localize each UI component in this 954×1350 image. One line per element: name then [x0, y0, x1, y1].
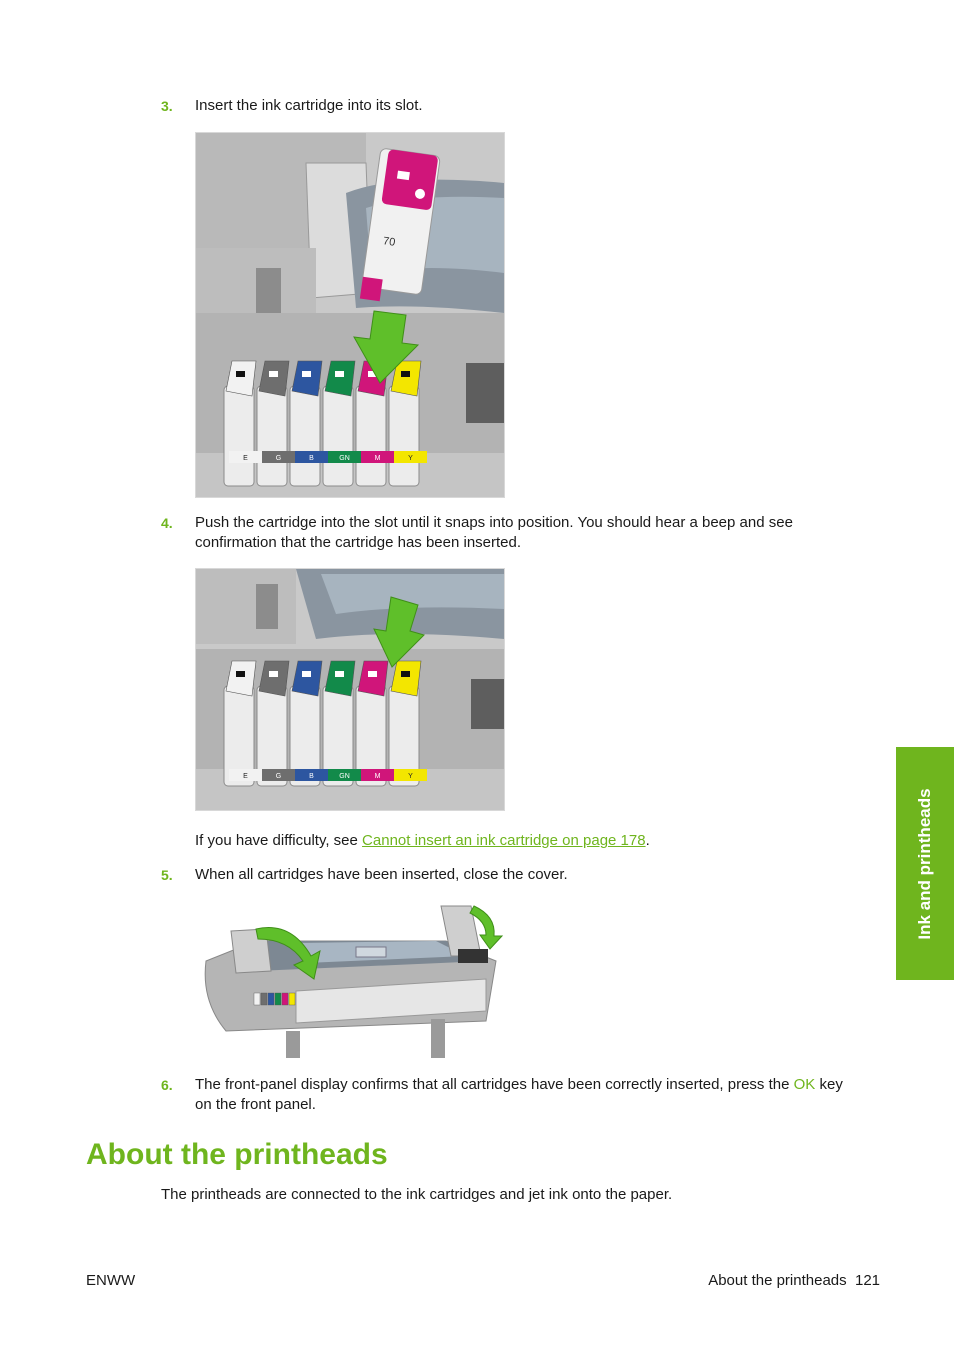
cartridge-B: [289, 360, 323, 487]
cartridge-bay-G: [260, 992, 268, 1006]
cartridge-bay-B: [267, 992, 275, 1006]
cartridge-label-E: E: [229, 451, 262, 463]
svg-text:E: E: [243, 455, 248, 462]
cartridge-E: [223, 660, 257, 787]
cartridge-label-G: G: [262, 451, 295, 463]
step-6-text-after: key: [815, 1076, 843, 1093]
svg-text:G: G: [276, 773, 281, 780]
cartridge-Y: [388, 660, 422, 787]
cartridge-GN: [322, 660, 356, 787]
insert-cartridge-illustration: E G B GN M Y 70: [195, 132, 505, 498]
cartridge-bay-GN: [274, 992, 282, 1006]
section-title: About the printheads: [86, 1138, 388, 1171]
svg-text:GN: GN: [339, 455, 350, 462]
ok-key-label: OK: [793, 1076, 816, 1093]
step-4-number: 4.: [161, 515, 173, 531]
svg-text:G: G: [276, 455, 281, 462]
cartridge-model-text: 70: [382, 235, 396, 249]
cartridge-GN: [322, 360, 356, 487]
step-5-number: 5.: [161, 867, 173, 883]
cartridge-label-M: M: [361, 769, 394, 781]
cartridge-label-B: B: [295, 769, 328, 781]
svg-text:Y: Y: [408, 773, 413, 780]
difficulty-suffix: .: [645, 832, 650, 849]
push-cartridge-illustration: E G B GN M Y: [195, 568, 505, 811]
close-cover-illustration: [195, 900, 505, 1059]
step-4-text-line2: confirmation that the cartridge has been…: [195, 534, 522, 551]
step-6-text-line1: The front-panel display confirms that al…: [195, 1075, 843, 1095]
cartridge-label-M: M: [361, 451, 394, 463]
step-6-text-line2: on the front panel.: [195, 1096, 316, 1113]
cartridge-G: [256, 660, 290, 787]
cartridge-label-G: G: [262, 769, 295, 781]
footer-right: About the printheads 121: [708, 1272, 880, 1289]
step-4-text-line1: Push the cartridge into the slot until i…: [195, 514, 793, 531]
cartridge-bay-M: [281, 992, 289, 1006]
cannot-insert-cartridge-link[interactable]: Cannot insert an ink cartridge on page 1…: [362, 832, 646, 849]
cartridge-label-GN: GN: [328, 769, 361, 781]
difficulty-note: If you have difficulty, see Cannot inser…: [195, 831, 650, 851]
cartridge-label-GN: GN: [328, 451, 361, 463]
section-body: The printheads are connected to the ink …: [161, 1186, 673, 1203]
svg-text:B: B: [309, 455, 314, 462]
cartridge-M: [355, 660, 389, 787]
step-6-text-before: The front-panel display confirms that al…: [195, 1076, 794, 1093]
cartridge-E: [223, 360, 257, 487]
cartridge-label-E: E: [229, 769, 262, 781]
step-3-number: 3.: [161, 98, 173, 114]
cartridge-B: [289, 660, 323, 787]
difficulty-prefix: If you have difficulty, see: [195, 832, 363, 849]
svg-text:E: E: [243, 773, 248, 780]
svg-text:M: M: [375, 455, 381, 462]
svg-text:Y: Y: [408, 455, 413, 462]
svg-text:M: M: [375, 773, 381, 780]
chapter-side-tab: Ink and printheads: [896, 747, 954, 980]
cartridge-G: [256, 360, 290, 487]
svg-text:GN: GN: [339, 773, 350, 780]
cartridge-label-Y: Y: [394, 451, 427, 463]
step-3-text: Insert the ink cartridge into its slot.: [195, 97, 423, 114]
cartridge-Y: [388, 360, 422, 487]
cartridge-label-B: B: [295, 451, 328, 463]
step-5-text: When all cartridges have been inserted, …: [195, 866, 568, 883]
chapter-side-tab-label: Ink and printheads: [915, 787, 934, 940]
cartridge-label-Y: Y: [394, 769, 427, 781]
footer-left: ENWW: [86, 1272, 136, 1289]
svg-text:B: B: [309, 773, 314, 780]
cartridge-bay-E: [253, 992, 261, 1006]
cartridge-bay-Y: [288, 992, 296, 1006]
step-6-number: 6.: [161, 1077, 173, 1093]
